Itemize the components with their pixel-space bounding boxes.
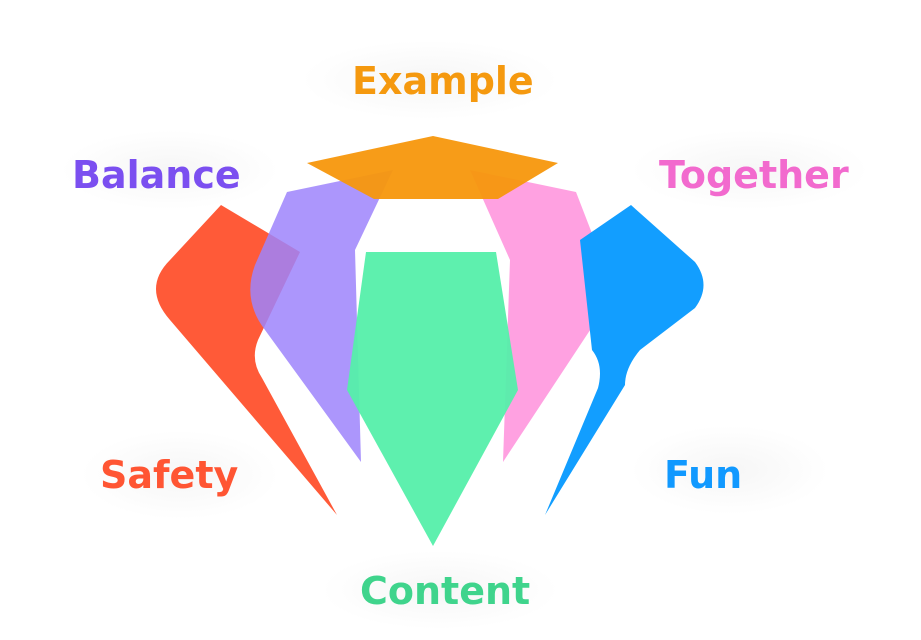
label-balance: Balance: [72, 153, 241, 197]
fun-petal: [545, 205, 704, 515]
together-petal: [470, 170, 610, 462]
content-petal: [347, 252, 518, 546]
together-label-glow: [630, 130, 870, 210]
content-label-glow: [320, 550, 560, 630]
balance-label-glow: [60, 130, 280, 210]
label-example: Example: [352, 59, 534, 103]
label-fun: Fun: [664, 453, 743, 497]
safety-petal: [156, 205, 337, 515]
safety-label-glow: [80, 430, 280, 520]
label-safety: Safety: [100, 453, 239, 497]
example-label-glow: [300, 40, 560, 120]
label-together: Together: [659, 153, 849, 197]
example-petal: [307, 136, 558, 199]
fun-label-glow: [630, 425, 830, 515]
label-content: Content: [360, 569, 531, 613]
